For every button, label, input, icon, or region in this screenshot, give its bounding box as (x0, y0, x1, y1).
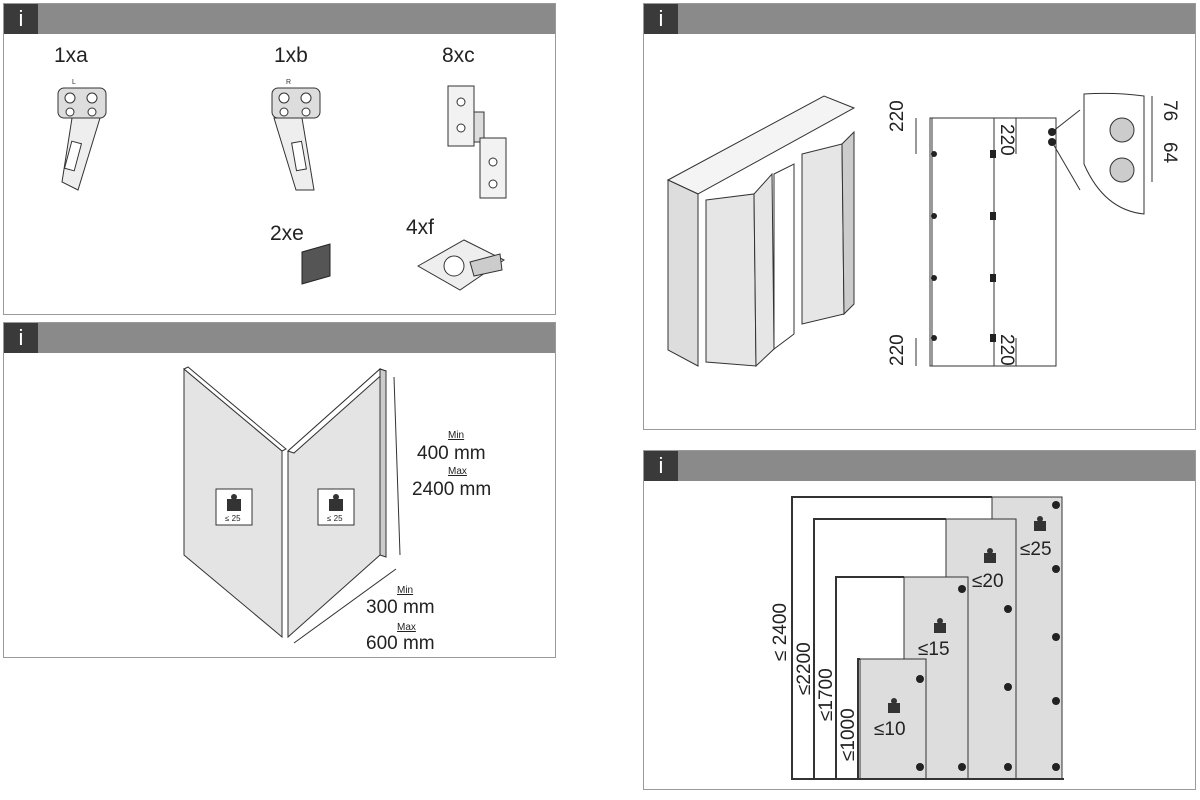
hinge-a-icon (57, 87, 107, 191)
part-label-a: 1xa (54, 44, 88, 67)
tier-weight-4: ≤25 (1020, 539, 1052, 560)
part-label-c: 8xc (442, 44, 475, 67)
part-f-icon (416, 239, 505, 291)
weight-icon (984, 548, 996, 563)
tier-height-3: ≤2200 (794, 642, 815, 695)
part-label-f: 4xf (406, 216, 435, 239)
panel-header (644, 4, 1195, 34)
weight-icon (317, 488, 355, 526)
panel-header (644, 451, 1195, 481)
weight-badge-left: ≤ 25 (225, 514, 241, 523)
panel-header (4, 323, 555, 353)
height-min-label: Min (448, 430, 465, 441)
tier-weight-1: ≤10 (874, 719, 906, 740)
width-min-label: Min (397, 585, 414, 596)
folding-doors-drawing: ≤ 25 ≤ 25 (183, 366, 401, 644)
tier-height-4: ≤ 2400 (770, 603, 791, 661)
hinge-b-icon (271, 87, 321, 191)
hinge-c-icon (447, 85, 507, 199)
part-label-b: 1xb (274, 44, 308, 67)
height-max-value: 2400 mm (412, 479, 492, 500)
offset-top-right: 220 (996, 124, 1017, 156)
hinge-b-side: R (286, 79, 291, 86)
detail-76: 76 (1159, 100, 1180, 122)
part-e-icon (301, 243, 331, 285)
hinge-a-side: L (72, 79, 76, 86)
detail-64: 64 (1159, 142, 1180, 164)
dimensions-panel: i ≤ 25 ≤ 25 Min 400 mm Max 2400 mm Min 3… (3, 322, 556, 658)
width-min-value: 300 mm (366, 597, 435, 618)
panel-header (4, 4, 555, 34)
offset-top-left: 220 (887, 100, 908, 132)
height-min-value: 400 mm (417, 443, 486, 464)
weights-drawing (791, 496, 1064, 780)
cabinet-panel: i 220 220 220 220 (643, 3, 1196, 430)
info-icon: i (4, 323, 38, 353)
weight-badge-right: ≤ 25 (327, 514, 343, 523)
parts-drawing: L R (57, 79, 507, 291)
tier-weight-2: ≤15 (918, 639, 950, 660)
width-max-label: Max (397, 622, 416, 633)
weight-icon (215, 488, 253, 526)
height-max-label: Max (448, 466, 467, 477)
weight-icon (934, 618, 946, 633)
offset-bottom-right: 220 (996, 334, 1017, 366)
tier-height-2: ≤1700 (816, 668, 837, 721)
tier-height-1: ≤1000 (838, 708, 859, 761)
weight-icon (888, 698, 900, 713)
weights-panel: i ≤25 ≤20 ≤15 ≤10 ≤ 2400 ≤2200 ≤1700 ≤10… (643, 450, 1196, 790)
info-icon: i (644, 4, 678, 34)
cabinet-drawing (666, 92, 1153, 368)
parts-panel: i 1xa 1xb 8xc 2xe 4xf L R (3, 3, 556, 315)
offset-bottom-left: 220 (887, 334, 908, 366)
part-label-e: 2xe (270, 222, 304, 245)
info-icon: i (4, 4, 38, 34)
weight-icon (1034, 516, 1046, 531)
width-max-value: 600 mm (366, 633, 435, 654)
tier-weight-3: ≤20 (972, 571, 1004, 592)
info-icon: i (644, 451, 678, 481)
